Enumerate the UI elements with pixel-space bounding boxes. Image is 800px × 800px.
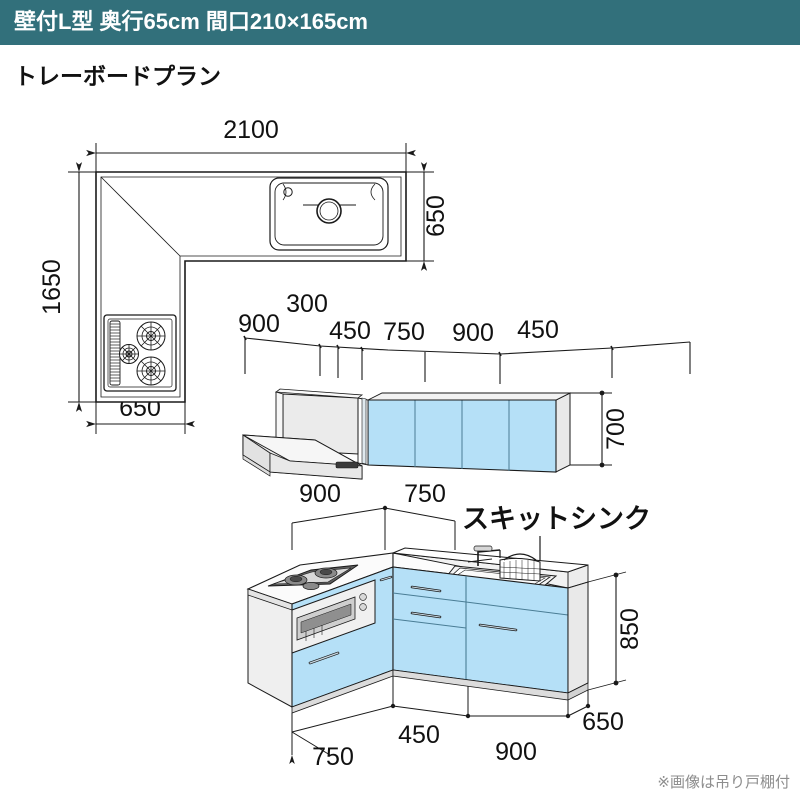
plan-dim-height-1650: 1650 [38,162,100,412]
plan-dim-2100-text: 2100 [223,116,279,144]
skit-sink-callout: スキットシンク [462,504,651,576]
wall-dim-0: 900 [238,310,280,338]
plan-dim-width-2100: 2100 [86,116,416,172]
plan-burner-top [136,321,166,351]
footer-note: ※画像は吊り戸棚付 [657,774,790,791]
kitchen-drawing: 2100 1650 650 [0,110,800,800]
base-cabinet-group: 850 [246,545,644,714]
plan-burner-small [119,344,139,364]
plan-cooktop [103,314,177,392]
wall-dim-height-700: 700 [570,390,630,468]
plan-subtitle: トレーボードプラン [14,63,221,89]
base-dim-height-850: 850 [587,571,644,691]
base-bottom-dim-string: 750 450 900 650 [289,676,624,771]
base-top-dim-0: 900 [299,480,341,508]
oven-grill-unit [291,579,376,665]
faucet [467,545,501,566]
plan-burner-bottom [136,356,166,386]
drawer-handles [410,585,518,632]
range-hood [242,434,363,480]
wall-dim-3: 750 [383,318,425,346]
base-bottom-dim-2: 900 [495,738,537,766]
base-bottom-dim-3: 650 [582,708,624,736]
base-dim-850-text: 850 [616,608,644,650]
base-top-dim-1: 750 [404,480,446,508]
plan-sink [269,177,389,251]
drain-basket [499,553,541,582]
wall-dim-2: 450 [329,317,371,345]
plan-view-group: 2100 1650 650 [38,116,450,434]
wall-dim-5: 450 [517,316,559,344]
skit-sink-label: スキットシンク [462,504,651,534]
base-top-dim-string: 900 750 [291,480,456,550]
plan-dim-650r-text: 650 [422,195,450,237]
page-title: 壁付L型 奥行65cm 間口210×165cm [14,9,368,34]
base-cooktop [267,564,359,590]
wall-dim-1: 300 [286,290,328,318]
plan-dim-1650-text: 1650 [38,259,66,315]
base-bottom-dim-0: 750 [312,743,354,771]
wall-cabinet-group: 700 [242,388,630,480]
header-bar: 壁付L型 奥行65cm 間口210×165cm [0,0,800,45]
wall-dim-700-text: 700 [602,408,630,450]
wall-dim-4: 900 [452,319,494,347]
wall-cab-dim-string: 900 300 450 750 900 450 [238,290,691,384]
base-bottom-dim-1: 450 [398,721,440,749]
plan-dim-depth-650: 650 [402,162,450,271]
plan-corner-diagonal [100,176,181,257]
